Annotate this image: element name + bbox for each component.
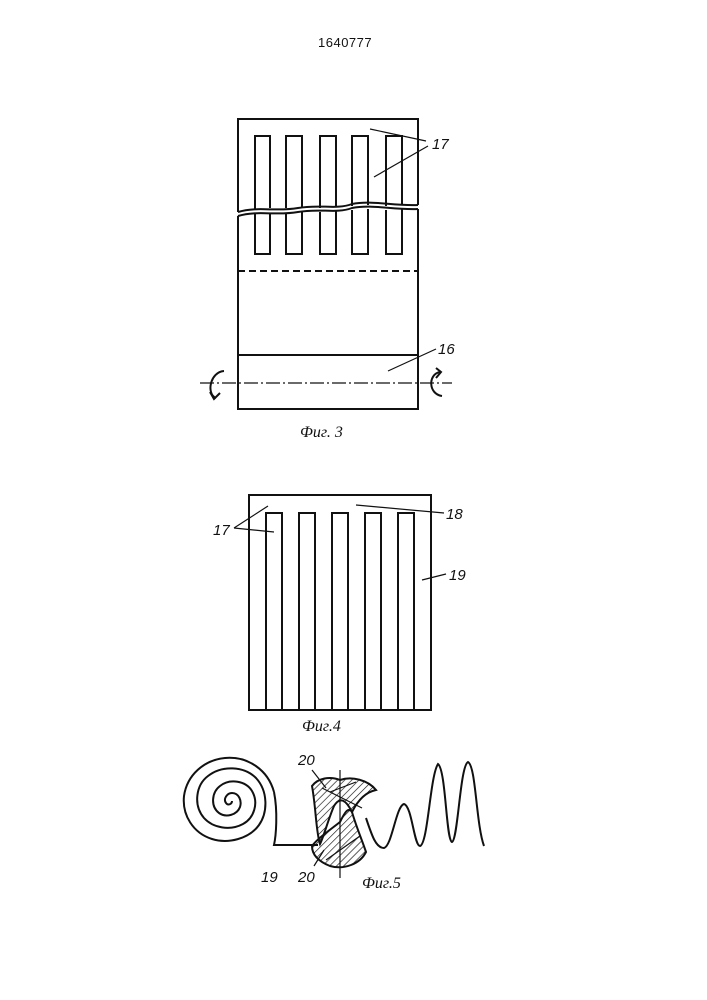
fig3-lower-outline xyxy=(238,209,418,409)
fig4-leader-17a xyxy=(234,506,268,528)
patent-number: 1640777 xyxy=(318,35,372,50)
fig3-rotation-arrow-right-icon xyxy=(431,372,442,396)
fig4-label-19: 19 xyxy=(449,567,466,584)
fig5-corrugated-strip xyxy=(366,762,484,848)
figure-4: 17 18 19 Фиг.4 xyxy=(213,495,466,735)
fig4-label-17: 17 xyxy=(213,522,230,539)
fig3-rotation-arrow-left-icon xyxy=(210,371,224,398)
fig5-spiral-coil xyxy=(184,758,274,841)
fig5-label-20-top: 20 xyxy=(297,752,315,769)
figure-5: 20 20 19 Фиг.5 xyxy=(184,752,484,892)
fig3-caption: Фиг. 3 xyxy=(300,424,343,441)
fig5-label-20-bottom: 20 xyxy=(297,869,315,886)
fig4-leader-17b xyxy=(234,528,274,532)
figure-3: 17 16 Фиг. 3 xyxy=(200,119,455,441)
fig5-strip xyxy=(274,792,318,845)
fig4-leader-19 xyxy=(422,574,446,580)
fig3-label-16: 16 xyxy=(438,341,455,358)
fig3-label-17: 17 xyxy=(432,136,449,153)
fig3-upper-slots xyxy=(255,136,402,209)
fig3-break-line-bottom xyxy=(238,207,418,216)
fig3-lower-slots xyxy=(255,209,402,254)
fig3-leader-16 xyxy=(388,349,436,371)
fig5-label-19: 19 xyxy=(261,869,278,886)
fig4-caption: Фиг.4 xyxy=(302,718,341,735)
fig4-outline xyxy=(249,495,431,710)
fig4-label-18: 18 xyxy=(446,506,463,523)
fig4-slots xyxy=(266,513,414,710)
fig5-caption: Фиг.5 xyxy=(362,875,401,892)
